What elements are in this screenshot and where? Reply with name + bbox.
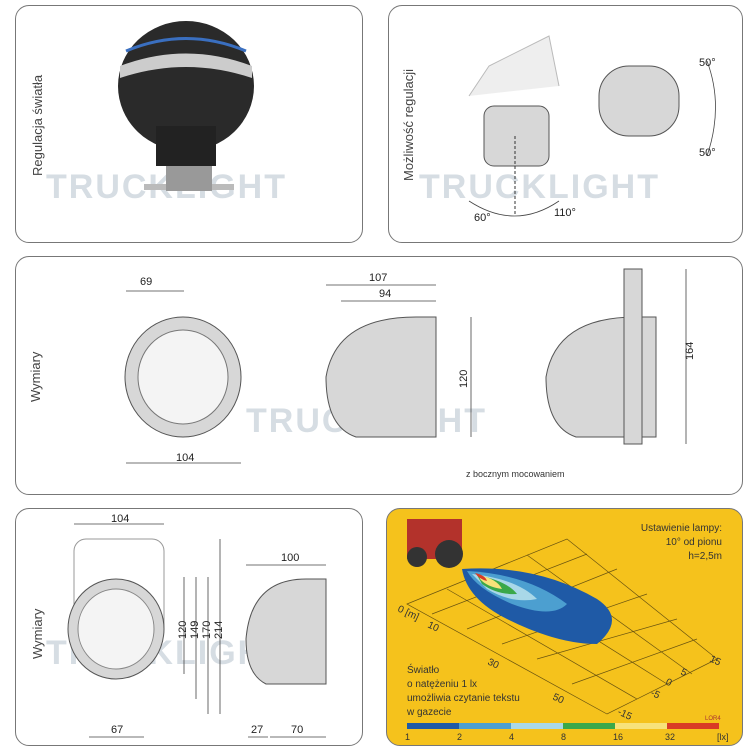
scale-label: 4 xyxy=(509,732,514,742)
lux-scale: 1 2 4 8 16 32 [lx] xyxy=(405,723,729,742)
scale-segment xyxy=(407,723,459,729)
scale-label: [lx] xyxy=(717,732,729,742)
axis-y-label: -15 xyxy=(616,707,634,723)
dimensions-diagram: TRUCKLIGHT 69 104 107 94 120 164 z boczn… xyxy=(124,268,696,479)
adjustment-diagram: TRUCKLIGHT 50° 50° 60° 110° xyxy=(419,35,716,224)
dim-170: 170 xyxy=(201,621,213,639)
panel-label: Regulacja światła xyxy=(30,74,45,176)
scale-segment xyxy=(511,723,563,729)
panel-adjustment-range: TRUCKLIGHT 50° 50° 60° 110° Możliwość re… xyxy=(388,5,743,243)
dim-94: 94 xyxy=(379,288,391,300)
dim-100: 100 xyxy=(281,552,299,564)
setting-line: h=2,5m xyxy=(688,551,722,562)
scale-segment xyxy=(459,723,511,729)
watermark: TRUCKLIGHT xyxy=(419,168,660,206)
dim-104: 104 xyxy=(176,452,194,464)
dim-104: 104 xyxy=(111,513,129,525)
dim-164: 164 xyxy=(684,342,696,360)
dim-149: 149 xyxy=(189,621,201,639)
axis-y-label: -5 xyxy=(649,688,662,702)
dim-70: 70 xyxy=(291,724,303,736)
scale-label: 2 xyxy=(457,732,462,742)
dim-214: 214 xyxy=(213,621,225,639)
dimensions-diagram-2: TRUCKLIGHT 104 120 149 170 214 67 100 27… xyxy=(46,513,327,738)
axis-y-label: 15 xyxy=(708,654,723,669)
axis-x-label: 30 xyxy=(486,657,501,672)
angle-right: 110° xyxy=(554,207,576,219)
note-line: Światło xyxy=(407,663,440,676)
scale-segment xyxy=(563,723,615,729)
setting-line: Ustawienie lampy: xyxy=(641,523,722,534)
note-line: w gazecie xyxy=(406,707,452,718)
dim-107: 107 xyxy=(369,272,387,284)
scale-segment xyxy=(615,723,667,729)
angle-left: 60° xyxy=(474,212,491,224)
panel-label: Możliwość regulacji xyxy=(401,69,416,181)
panel-light-adjustment: TRUCKLIGHT Regulacja światła xyxy=(15,5,363,243)
axis-x-label: 0 [m] xyxy=(396,604,421,623)
scale-segment xyxy=(667,723,719,729)
angle-down: 50° xyxy=(699,147,716,159)
scale-label: 8 xyxy=(561,732,566,742)
note-line: umożliwia czytanie tekstu xyxy=(407,693,520,704)
scale-label: 1 xyxy=(405,732,410,742)
angle-up: 50° xyxy=(699,57,716,69)
caption: z bocznym mocowaniem xyxy=(466,469,565,479)
panel-dimensions-2: TRUCKLIGHT 104 120 149 170 214 67 100 27… xyxy=(15,508,363,746)
axis-x-label: 50 xyxy=(551,692,566,707)
panel-label: Wymiary xyxy=(30,608,45,659)
dim-120: 120 xyxy=(458,370,470,388)
dim-120: 120 xyxy=(177,621,189,639)
note-line: o natężeniu 1 lx xyxy=(407,679,477,690)
dim-27: 27 xyxy=(251,724,263,736)
axis-y-label: 5 xyxy=(679,667,689,680)
axis-x-label: 10 xyxy=(426,620,441,635)
scale-label: 16 xyxy=(613,732,623,742)
dim-67: 67 xyxy=(111,724,123,736)
panel-dimensions: TRUCKLIGHT 69 104 107 94 120 164 z boczn… xyxy=(15,256,743,495)
panel-label: Wymiary xyxy=(28,351,43,402)
axis-y-label: 0 xyxy=(664,677,674,690)
panel-beam-pattern: 0 [m] 10 30 50 15 5 0 -5 -15 Ustawienie … xyxy=(386,508,743,746)
setting-line: 10° od pionu xyxy=(666,537,722,548)
code-label: LOR4 xyxy=(705,716,721,722)
lamp-photo: TRUCKLIGHT xyxy=(46,21,285,206)
scale-label: 32 xyxy=(665,732,675,742)
dim-69: 69 xyxy=(140,276,152,288)
beam-diagram: 0 [m] 10 30 50 15 5 0 -5 -15 Ustawienie … xyxy=(396,519,729,742)
